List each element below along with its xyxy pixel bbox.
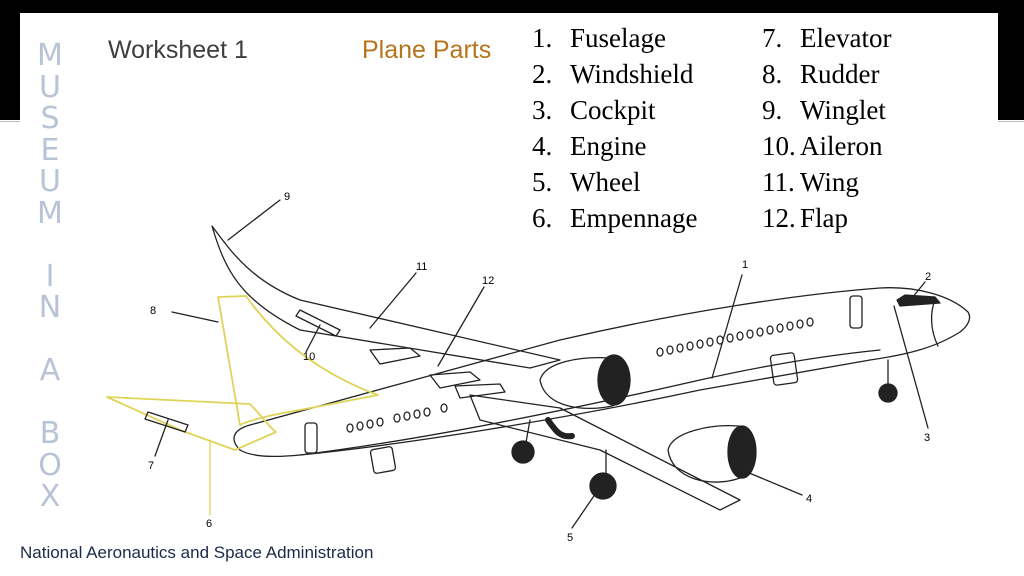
leader-1 (711, 274, 743, 379)
worksheet-title: Worksheet 1 (108, 36, 248, 64)
vertical-title-letter: O (38, 447, 62, 483)
leader-8 (171, 311, 219, 323)
callout-2: 2 (925, 271, 931, 283)
part-item: 11.Wing (762, 167, 859, 197)
callout-1: 1 (742, 259, 748, 271)
flap-fairing (369, 347, 421, 365)
part-item: 2.Windshield (532, 59, 694, 89)
vertical-title-letter: M (37, 38, 63, 73)
leader-9 (227, 199, 281, 241)
fuselage-outline (233, 287, 971, 457)
callout-11: 11 (416, 261, 427, 273)
engine-intake (727, 425, 757, 479)
nasa-credit: National Aeronautics and Space Administr… (20, 543, 374, 562)
callout-5: 5 (567, 532, 573, 544)
vertical-title-letter: U (39, 164, 61, 199)
leader-12 (437, 286, 485, 367)
elevator (144, 411, 189, 433)
callout-10: 10 (303, 351, 315, 363)
front-door (849, 295, 863, 329)
leader-4 (741, 469, 803, 496)
left-divider-line (0, 121, 20, 122)
vertical-title-letter: B (39, 416, 61, 451)
main-landing-gear (511, 417, 617, 500)
parts-list-column-2: 7.Elevator 8.Rudder 9.Winglet 10.Aileron… (762, 20, 891, 236)
front-window-row (656, 317, 814, 357)
part-item: 7.Elevator (762, 23, 892, 53)
nose-landing-gear (878, 359, 898, 403)
part-item: 1.Fuselage (532, 23, 666, 53)
left-black-bar (0, 0, 20, 120)
vertical-title-letter: M (37, 195, 63, 231)
part-item: 12.Flap (762, 203, 849, 233)
leader-11 (369, 272, 417, 329)
windshield (896, 294, 941, 307)
plane-parts-title: Plane Parts (362, 36, 492, 64)
part-item: 8.Rudder (762, 59, 880, 89)
vertical-title-letter: U (39, 69, 61, 105)
vertical-title-letter: I (45, 258, 55, 294)
callout-6: 6 (206, 518, 212, 530)
wing-outline (211, 225, 561, 369)
callout-9: 9 (284, 191, 290, 203)
leader-3 (893, 305, 929, 429)
vertical-title-letter: E (40, 132, 60, 168)
leader-5 (571, 489, 599, 529)
vertical-title-letter: N (38, 290, 62, 325)
part-item: 5.Wheel (532, 167, 641, 197)
vertical-title-letter: X (39, 479, 61, 514)
top-black-bar (0, 0, 1024, 13)
parts-list-column-1: 1.Fuselage 2.Windshield 3.Cockpit 4.Engi… (532, 20, 697, 236)
leader-7 (154, 419, 169, 457)
overwing-door (769, 352, 799, 386)
callout-12: 12 (482, 275, 494, 287)
vertical-title-letter: A (39, 353, 61, 388)
fuselage-lower-line (299, 349, 881, 456)
rear-door (304, 422, 318, 454)
vertical-title-letter: S (40, 101, 60, 136)
upper-engine-intake (597, 354, 631, 406)
rear-window-row (346, 403, 448, 433)
right-divider-line (998, 121, 1024, 122)
callout-3: 3 (924, 432, 930, 444)
aileron (295, 309, 341, 337)
right-black-bar (998, 0, 1024, 120)
nose-cone (930, 299, 939, 347)
flap-fairing (454, 383, 506, 399)
part-item: 3.Cockpit (532, 95, 656, 125)
flap-fairing (429, 371, 481, 389)
part-item: 10.Aileron (762, 131, 883, 161)
horizontal-stabilizer (106, 396, 277, 451)
part-item: 4.Engine (532, 131, 647, 161)
leader-2 (911, 281, 926, 299)
vertical-stabilizer (217, 295, 379, 426)
part-item: 9.Winglet (762, 95, 886, 125)
callout-7: 7 (148, 460, 154, 472)
callout-4: 4 (806, 493, 812, 505)
rear-lower-door (369, 446, 397, 474)
leader-10 (305, 324, 321, 353)
callout-8: 8 (150, 305, 156, 317)
near-wing (469, 394, 741, 511)
part-item: 6.Empennage (532, 203, 698, 233)
